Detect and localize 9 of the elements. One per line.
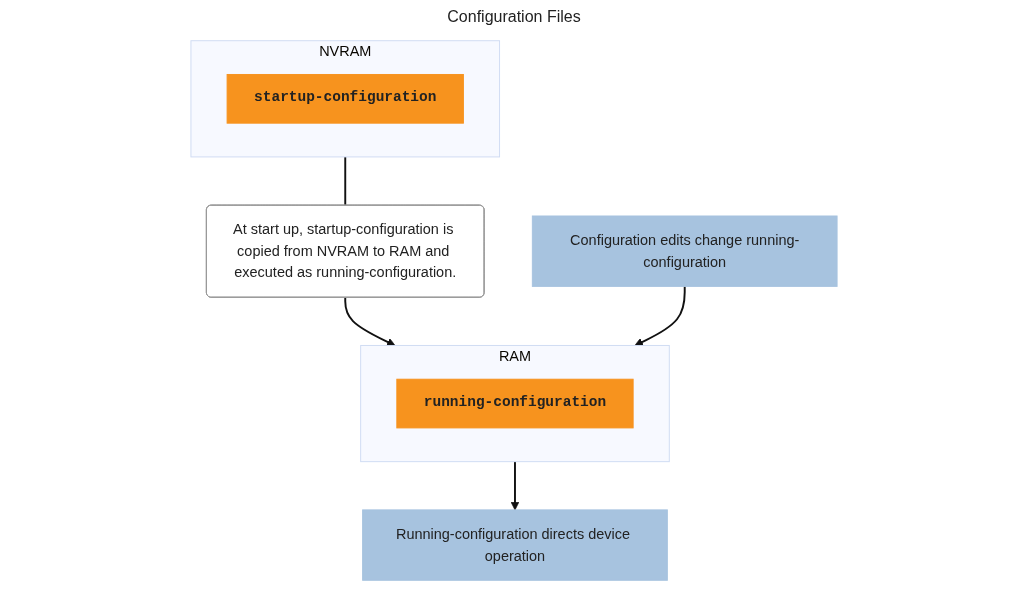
arrow [634,284,686,346]
diagram-title: Configuration Files [446,8,582,26]
node-box: startup-configuration [226,73,464,124]
arrow [344,295,396,346]
node-box: running-configuration [396,378,634,428]
arrow [510,460,520,510]
connector [344,155,347,206]
node-box: Running-configuration directs device operation [362,508,668,581]
node-box: Configuration edits change running-configuration [531,215,838,287]
